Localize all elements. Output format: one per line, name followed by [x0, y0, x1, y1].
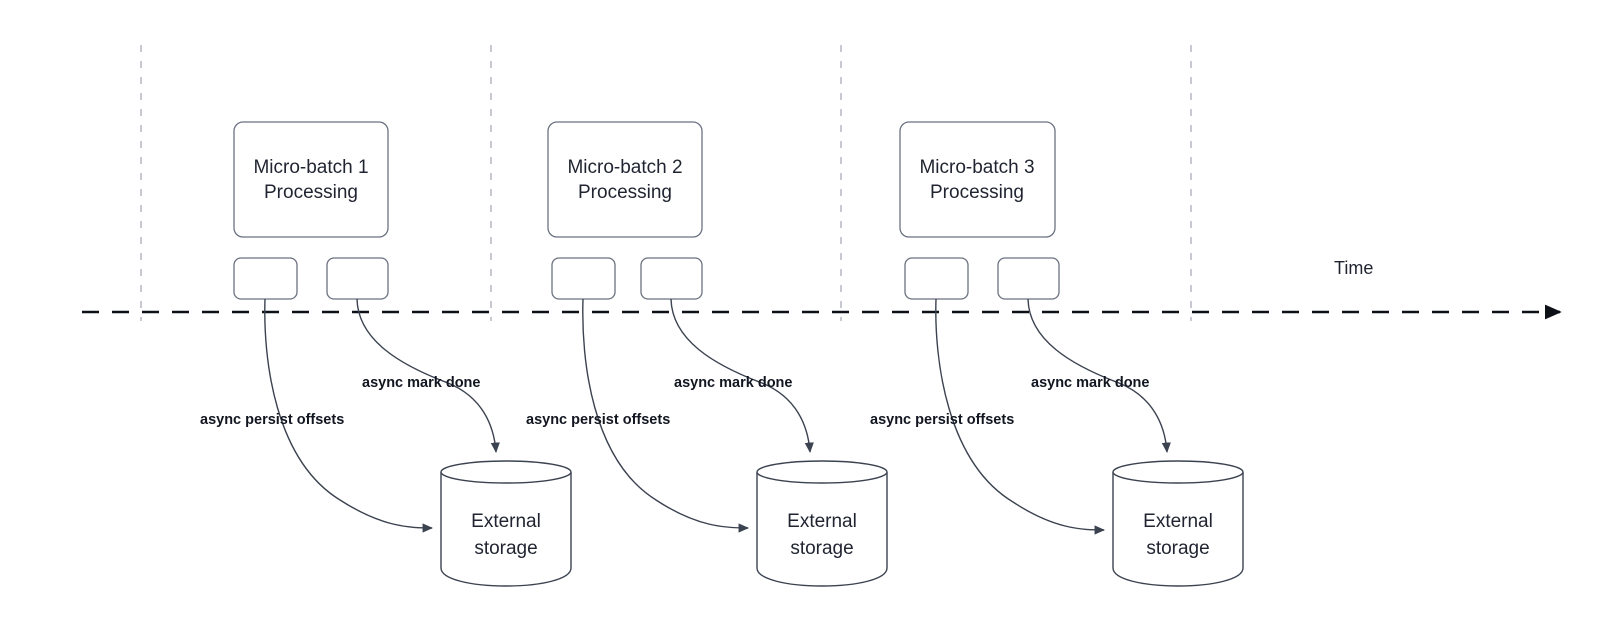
micro-batch-2-markdone-task-box[interactable] — [640, 257, 703, 300]
micro-batch-2-title-line1: Micro-batch 2 — [567, 157, 682, 178]
micro-batch-3-storage-top — [1112, 460, 1244, 484]
micro-batch-3-storage-label-line2: storage — [1146, 538, 1209, 559]
micro-batch-2-title-line2: Processing — [578, 182, 672, 203]
micro-batch-3-group: Micro-batch 3 Processing async persist o… — [870, 121, 1244, 587]
micro-batch-3-markdone-label: async mark done — [1031, 375, 1149, 391]
micro-batch-1-external-storage[interactable]: External storage — [440, 460, 572, 587]
micro-batch-1-storage-top — [440, 460, 572, 484]
micro-batch-3-storage-label-line1: External — [1143, 511, 1213, 532]
time-axis: Time — [82, 258, 1562, 320]
micro-batch-2-storage-label-line1: External — [787, 511, 857, 532]
micro-batch-3-markdone-task-box[interactable] — [997, 257, 1060, 300]
micro-batch-1-markdone-label: async mark done — [362, 375, 480, 391]
micro-batch-1-persist-label: async persist offsets — [200, 412, 344, 428]
micro-batch-2-group: Micro-batch 2 Processing async persist o… — [526, 121, 888, 587]
micro-batch-2-markdone-label: async mark done — [674, 375, 792, 391]
micro-batch-2-storage-top — [756, 460, 888, 484]
micro-batch-1-storage-body — [440, 472, 572, 587]
micro-batch-1-box[interactable] — [233, 121, 389, 238]
micro-batch-1-persist-arrow — [264, 298, 434, 533]
boundary-gridlines — [140, 45, 1192, 321]
micro-batch-1-group: Micro-batch 1 Processing async persist o… — [200, 121, 572, 587]
micro-batch-2-external-storage[interactable]: External storage — [756, 460, 888, 587]
micro-batch-3-persist-arrow — [935, 298, 1106, 535]
micro-batch-1-markdone-task-box[interactable] — [326, 257, 389, 300]
micro-batch-1-persist-task-box[interactable] — [233, 257, 298, 300]
micro-batch-3-persist-label: async persist offsets — [870, 412, 1014, 428]
micro-batch-2-persist-arrow — [582, 298, 750, 533]
micro-batch-3-external-storage[interactable]: External storage — [1112, 460, 1244, 587]
micro-batch-3-box[interactable] — [899, 121, 1056, 238]
micro-batch-1-title-line1: Micro-batch 1 — [253, 157, 368, 178]
micro-batch-2-storage-body — [756, 472, 888, 587]
micro-batch-3-persist-task-box[interactable] — [904, 257, 969, 300]
micro-batch-3-markdone-arrow — [1027, 298, 1171, 454]
micro-batch-2-box[interactable] — [547, 121, 703, 238]
micro-batch-2-storage-label-line2: storage — [790, 538, 853, 559]
time-axis-label: Time — [1334, 258, 1373, 278]
micro-batch-1-storage-label-line2: storage — [474, 538, 537, 559]
micro-batch-2-markdone-arrow — [670, 298, 814, 454]
micro-batch-3-title-line1: Micro-batch 3 — [919, 157, 1034, 178]
micro-batch-2-persist-label: async persist offsets — [526, 412, 670, 428]
micro-batch-2-persist-task-box[interactable] — [551, 257, 616, 300]
micro-batch-1-markdone-arrow — [356, 298, 500, 454]
micro-batch-1-storage-label-line1: External — [471, 511, 541, 532]
micro-batch-3-title-line2: Processing — [930, 182, 1024, 203]
micro-batch-3-storage-body — [1112, 472, 1244, 587]
micro-batch-1-title-line2: Processing — [264, 182, 358, 203]
